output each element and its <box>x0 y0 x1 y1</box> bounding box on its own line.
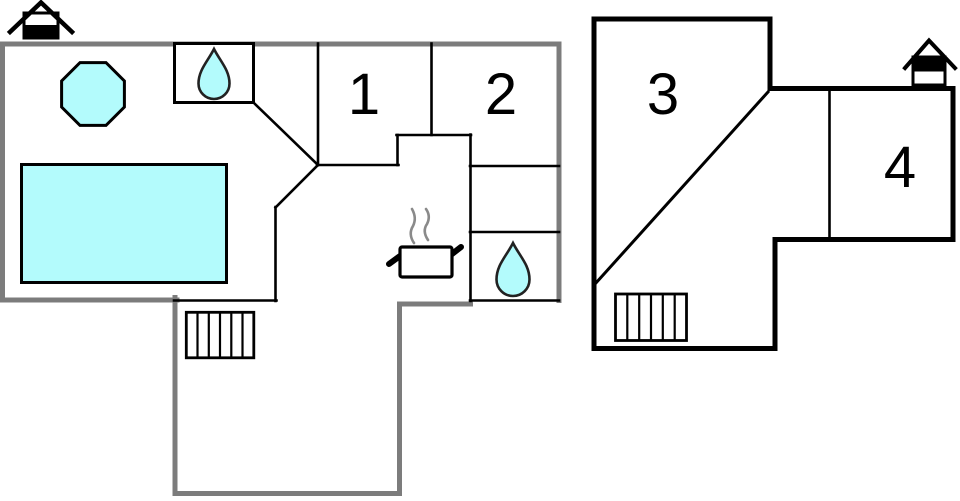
wall-diagonal-lower <box>273 163 320 210</box>
ground-floor: 1 2 <box>0 0 562 496</box>
terrace-wall <box>172 295 473 496</box>
room-2-label: 2 <box>485 62 517 127</box>
wall-diagonal-room3 <box>592 89 771 287</box>
wall-diagonal-upper <box>252 101 320 167</box>
steam-line <box>423 207 431 242</box>
house-roof <box>902 37 958 71</box>
pool <box>20 163 228 284</box>
water-drop-icon <box>197 46 231 101</box>
room-3-label: 3 <box>647 62 679 127</box>
upper-floor: 3 4 <box>591 16 958 351</box>
room-1-label: 1 <box>348 62 380 127</box>
pot-body <box>398 245 454 279</box>
entrance-house-icon <box>6 0 76 40</box>
house-upper-half <box>914 58 944 72</box>
water-drop-icon <box>495 240 531 298</box>
interior-walls <box>172 42 561 303</box>
shower-room-top <box>173 42 255 104</box>
hot-tub <box>60 61 126 127</box>
stairs-icon <box>184 310 256 360</box>
stairs-bars <box>626 294 676 341</box>
outer-wall <box>0 41 562 303</box>
kitchen-pot-icon <box>386 207 464 279</box>
upper-floor-house-icon <box>902 37 958 87</box>
upper-floor-outer-wall <box>591 16 956 351</box>
pot-handle-left <box>386 253 403 267</box>
house-ground-half <box>25 25 57 37</box>
stairs-icon <box>614 292 688 342</box>
steam-line <box>409 207 417 245</box>
stairs-bars <box>196 312 244 358</box>
house-roof <box>6 0 76 36</box>
room-4-label: 4 <box>884 135 916 200</box>
